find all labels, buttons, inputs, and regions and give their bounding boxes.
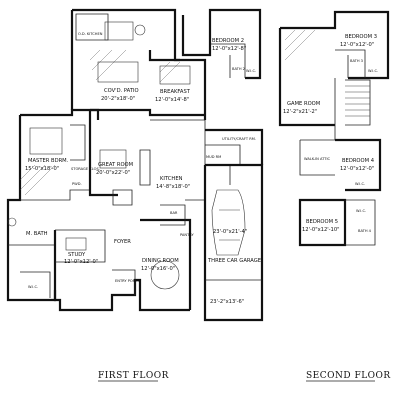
dim-master: 15'-0"x18'-0" bbox=[25, 166, 59, 172]
label-bath3: BATH 3 bbox=[350, 59, 363, 63]
great-room-left bbox=[88, 110, 118, 197]
bedroom4-wall bbox=[335, 138, 382, 192]
label-bar: BAR bbox=[170, 211, 178, 215]
label-wic4: W.I.C. bbox=[355, 182, 365, 186]
stair-treads bbox=[345, 85, 370, 117]
label-bedroom5: BEDROOM 5 bbox=[306, 219, 338, 225]
storage-closet bbox=[70, 124, 86, 161]
patio-dining-table bbox=[104, 21, 134, 41]
patio-seating bbox=[97, 61, 139, 83]
bedroom3-wall bbox=[280, 10, 390, 80]
dim-garage-bottom: 23'-2"x13'-6" bbox=[210, 299, 244, 305]
bath3-partition bbox=[335, 49, 366, 78]
mud-closet bbox=[215, 164, 231, 185]
outdoor-kitchen-outline bbox=[75, 13, 109, 41]
bedroom2-inner bbox=[210, 43, 246, 78]
label-wic2: W.I.C. bbox=[246, 69, 256, 73]
game-room-left bbox=[278, 28, 335, 127]
kitchen-island bbox=[139, 149, 151, 186]
label-garage: THREE CAR GARAGE bbox=[207, 258, 261, 264]
label-wic5: W.I.C. bbox=[356, 209, 366, 213]
bedroom2-wall bbox=[181, 8, 262, 80]
label-kitchen: KITCHEN bbox=[160, 176, 183, 182]
garage-wall bbox=[203, 163, 264, 322]
label-great-room: GREAT ROOM bbox=[98, 162, 133, 168]
second-floor-labels: BEDROOM 3 12'-0"x12'-0" BATH 3 W.I.C. GA… bbox=[283, 34, 378, 233]
label-storage: STORAGE CLOS. bbox=[71, 167, 100, 171]
dim-great-room: 20'-0"x22'-0" bbox=[96, 170, 130, 176]
dim-bedroom2: 12'-0"x12'-8" bbox=[212, 46, 246, 52]
dim-kitchen: 14'-8"x18'-0" bbox=[156, 184, 190, 190]
label-bath2: BATH 2 bbox=[232, 67, 245, 71]
label-pwdr: PWD. bbox=[72, 182, 82, 186]
label-foyer: FOYER bbox=[114, 239, 131, 245]
label-wic: W.I.C. bbox=[28, 285, 38, 289]
label-mud: MUD RM bbox=[206, 155, 221, 159]
car-icon bbox=[211, 189, 246, 256]
bath4-wall bbox=[345, 199, 376, 246]
great-room-top bbox=[90, 108, 205, 117]
furniture bbox=[7, 21, 191, 290]
label-cov-patio: COV'D. PATIO bbox=[104, 88, 139, 94]
dim-garage-top: 23'-0"x21'-4" bbox=[213, 229, 247, 235]
label-game-room: GAME ROOM bbox=[287, 101, 320, 107]
wic-outline bbox=[20, 271, 51, 298]
label-study: STUDY bbox=[68, 252, 86, 258]
dim-bedroom5: 12'-0"x12'-10" bbox=[302, 227, 340, 233]
dining-table bbox=[150, 260, 180, 290]
label-outdoor-kitchen: O.D. KITCHEN bbox=[78, 32, 103, 36]
bar-pantry bbox=[160, 204, 186, 226]
first-floor-walls bbox=[6, 8, 264, 322]
master-bed bbox=[29, 127, 63, 155]
hatching bbox=[19, 49, 181, 196]
front-wall bbox=[53, 230, 190, 312]
label-walkin-attic: WALK-IN ATTIC bbox=[304, 157, 331, 161]
label-bath: M. BATH bbox=[26, 231, 48, 237]
entry-porch bbox=[112, 269, 136, 295]
utility-partition bbox=[205, 144, 241, 165]
label-bath4: BATH 4 bbox=[358, 229, 372, 233]
breakfast-wall bbox=[148, 50, 207, 120]
car-detail bbox=[219, 209, 240, 241]
dim-game-room: 12'-2"x21'-2" bbox=[283, 109, 317, 115]
breakfast-table bbox=[159, 65, 191, 85]
dim-study: 12'-0"x12'-0" bbox=[64, 259, 98, 265]
second-floor-walls bbox=[278, 10, 390, 247]
label-breakfast: BREAKFAST bbox=[160, 89, 191, 95]
second-floor-title: SECOND FLOOR bbox=[306, 371, 391, 381]
great-room-sofa bbox=[99, 149, 127, 169]
utility-wall bbox=[205, 128, 264, 165]
first-floor-title: FIRST FLOOR bbox=[98, 371, 169, 381]
fireplace bbox=[112, 189, 133, 206]
dining-wall bbox=[140, 218, 192, 310]
patio-chair bbox=[134, 24, 146, 36]
bath-tub bbox=[7, 217, 17, 227]
dim-cov-patio: 20'-2"x18'-0" bbox=[101, 96, 135, 102]
label-pantry: PANTRY bbox=[180, 233, 195, 237]
dim-dining: 12'-0"x16'-0" bbox=[141, 266, 175, 272]
dim-breakfast: 12'-0"x14'-8" bbox=[155, 97, 189, 103]
label-master: MASTER BDRM. bbox=[28, 158, 69, 164]
label-entry: ENTRY PORCH bbox=[115, 279, 141, 283]
label-bedroom2: BEDROOM 2 bbox=[212, 38, 244, 44]
master-bath-partition bbox=[20, 189, 90, 201]
first-floor-labels: O.D. KITCHEN COV'D. PATIO 20'-2"x18'-0" … bbox=[25, 32, 261, 305]
label-wic3: W.I.C. bbox=[368, 69, 378, 73]
study-outline bbox=[55, 229, 106, 263]
label-bedroom3: BEDROOM 3 bbox=[345, 34, 377, 40]
stairs bbox=[345, 79, 371, 126]
label-bedroom4: BEDROOM 4 bbox=[342, 158, 375, 164]
attic-outline bbox=[299, 140, 335, 176]
label-utility: UTILITY/CRAFT RM. bbox=[222, 137, 256, 141]
master-wall-top bbox=[20, 108, 100, 120]
dim-bedroom3: 12'-0"x12'-0" bbox=[340, 42, 374, 48]
label-dining: DINING ROOM bbox=[142, 258, 179, 264]
kitchen-wall bbox=[150, 119, 206, 201]
dim-bedroom4: 12'-0"x12'-0" bbox=[340, 166, 374, 172]
study-desk bbox=[65, 237, 87, 251]
